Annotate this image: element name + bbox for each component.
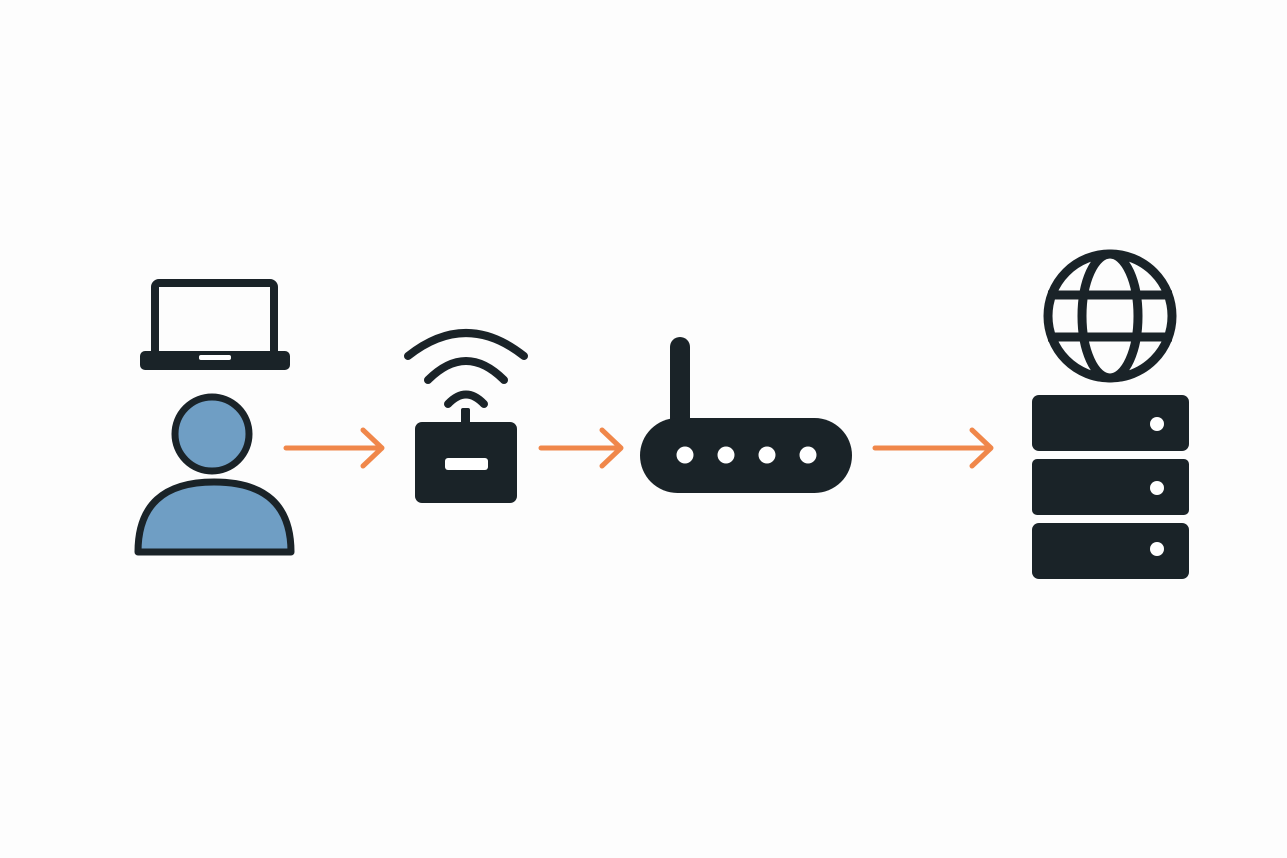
arrow-user-to-wifi [283,427,385,469]
server-led [1150,542,1164,556]
server-led [1150,417,1164,431]
access-point-icon [415,422,517,503]
node-internet-server [1032,249,1189,579]
arrow-wifi-to-router [538,427,624,469]
router-icon [640,337,852,493]
node-wifi-extender [404,329,528,503]
router-led [676,446,694,464]
person-icon [134,393,295,556]
globe-icon [1043,249,1177,383]
laptop-icon [140,279,290,370]
node-user [134,279,295,556]
router-led [799,446,817,464]
router-led [717,446,735,464]
arrow-router-to-server [872,427,994,469]
router-led [758,446,776,464]
node-router [640,337,852,493]
wifi-icon [404,329,528,426]
server-led [1150,481,1164,495]
server-icon [1032,395,1189,579]
